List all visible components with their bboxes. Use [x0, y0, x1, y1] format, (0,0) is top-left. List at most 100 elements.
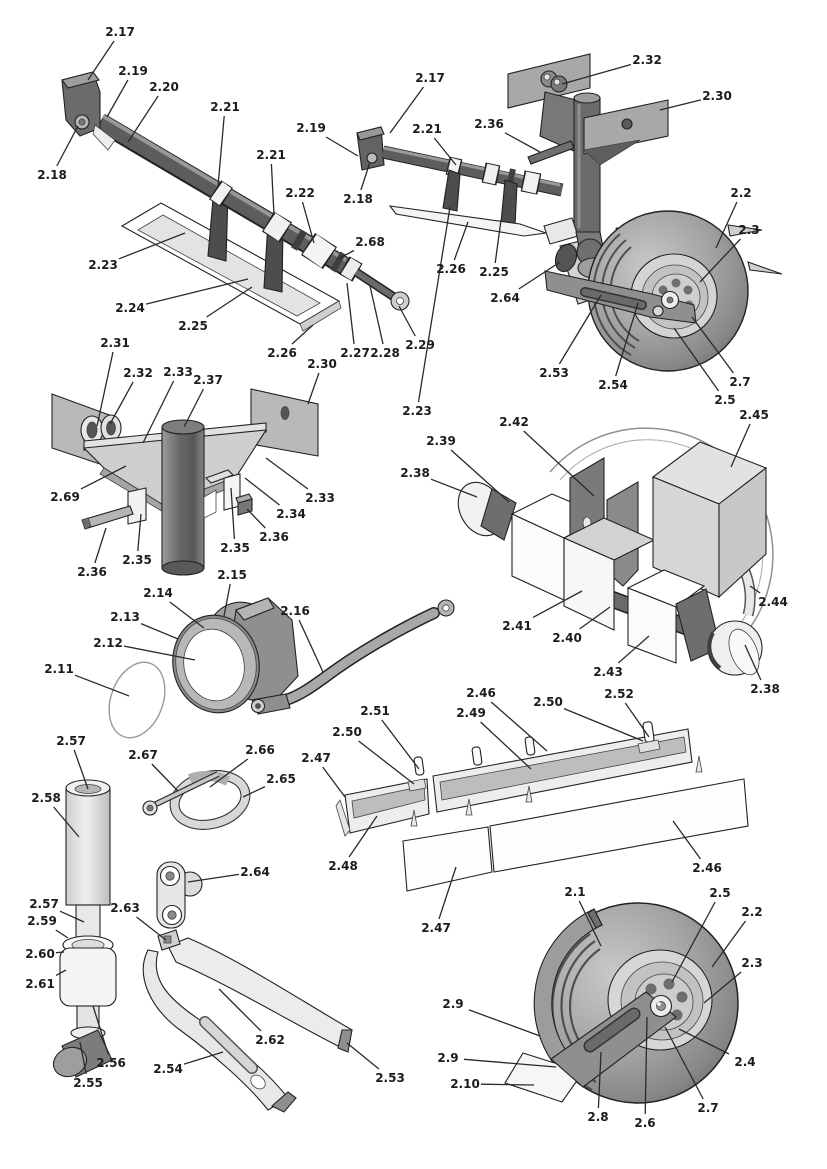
- part-number-label: 2.65: [266, 772, 296, 786]
- part-number-label: 2.36: [77, 565, 107, 579]
- callout-2.59-6-7: 2.59: [27, 914, 69, 939]
- part-number-label: 2.54: [598, 378, 628, 392]
- lens-disc: [108, 661, 166, 739]
- leader-line: [673, 327, 720, 392]
- saddle-block: [563, 537, 615, 631]
- callout-2.42-4-2: 2.42: [499, 415, 595, 497]
- leader-line: [79, 1041, 87, 1075]
- leader-line: [337, 249, 355, 260]
- callout-2.54-1-14: 2.54: [598, 302, 639, 392]
- part-number-label: 2.15: [217, 568, 247, 582]
- callout-2.30-1-6: 2.30: [659, 89, 732, 111]
- part-number-label: 2.25: [178, 319, 208, 333]
- callout-2.61-6-9: 2.61: [25, 969, 67, 991]
- scraper-blade: [388, 205, 547, 237]
- callout-2.18-0-6: 2.18: [37, 125, 79, 182]
- part-number-label: 2.16: [280, 604, 310, 618]
- callout-2.18-1-2: 2.18: [343, 161, 373, 206]
- part-number-label: 2.9: [442, 997, 463, 1011]
- part-number-label: 2.17: [105, 25, 135, 39]
- callout-2.50-5-4: 2.50: [533, 695, 644, 742]
- callout-2.55-6-11: 2.55: [73, 1041, 103, 1090]
- callout-2.51-5-1: 2.51: [360, 704, 420, 770]
- callout-2.63-6-12: 2.63: [110, 901, 167, 941]
- leader-line: [223, 583, 231, 617]
- callout-layer: 2.172.192.202.212.212.222.182.232.242.25…: [25, 25, 788, 1130]
- callout-2.9-7-4: 2.9: [442, 997, 541, 1037]
- part-number-label: 2.34: [276, 507, 306, 521]
- leader-line: [433, 137, 457, 166]
- callout-2.13-3-2: 2.13: [110, 610, 179, 640]
- callout-2.36-2-9: 2.36: [246, 508, 289, 544]
- part-number-label: 2.60: [25, 947, 55, 961]
- callout-2.67-6-2: 2.67: [128, 748, 179, 792]
- part-number-label: 2.69: [50, 490, 80, 504]
- callout-2.26-0-10: 2.26: [267, 324, 314, 360]
- part-number-label: 2.62: [255, 1033, 285, 1047]
- leader-line: [92, 1005, 109, 1055]
- callout-2.3-7-3: 2.3: [703, 956, 763, 1004]
- part-number-label: 2.1: [564, 885, 585, 899]
- leader-line: [55, 951, 65, 954]
- callout-2.64-6-5: 2.64: [187, 865, 270, 883]
- callout-2.69-2-5: 2.69: [50, 465, 127, 504]
- part-number-label: 2.13: [110, 610, 140, 624]
- strap: [500, 179, 518, 227]
- strap: [442, 169, 461, 212]
- callout-2.19-1-1: 2.19: [296, 121, 359, 157]
- part-number-label: 2.18: [37, 168, 67, 182]
- leader-line: [53, 806, 80, 838]
- leader-line: [94, 527, 107, 564]
- callout-2.5-1-15: 2.5: [673, 327, 736, 407]
- callout-2.43-4-7: 2.43: [593, 635, 650, 679]
- part-number-label: 2.8: [587, 1110, 608, 1124]
- part-number-label: 2.23: [402, 404, 432, 418]
- callout-2.38-4-1: 2.38: [400, 466, 478, 498]
- leader-line: [145, 278, 249, 305]
- part-number-label: 2.5: [709, 886, 730, 900]
- leader-line: [703, 971, 742, 1004]
- leader-line: [523, 430, 595, 497]
- assembly-drag-brace-arm-left: [61, 71, 410, 332]
- part-number-label: 2.39: [426, 434, 456, 448]
- callout-2.47-5-9: 2.47: [421, 866, 457, 935]
- part-number-label: 2.9: [437, 1051, 458, 1065]
- leader-line: [624, 702, 650, 738]
- part-number-label: 2.66: [245, 743, 275, 757]
- assembly-landing-lamp: [108, 597, 455, 739]
- strip-clip: [471, 746, 483, 766]
- callout-2.64-1-10: 2.64: [490, 261, 561, 305]
- part-number-label: 2.36: [474, 117, 504, 131]
- leader-line: [348, 815, 378, 858]
- brake-torque-arm: [550, 991, 677, 1088]
- part-number-label: 2.33: [163, 365, 193, 379]
- callout-2.53-6-15: 2.53: [346, 1042, 405, 1085]
- leader-line: [230, 487, 236, 540]
- part-number-label: 2.42: [499, 415, 529, 429]
- leader-line: [151, 763, 179, 792]
- gland-collar: [59, 947, 117, 1007]
- part-number-label: 2.28: [370, 346, 400, 360]
- clamp-band: [210, 181, 232, 206]
- leader-line: [490, 701, 548, 752]
- part-number-label: 2.64: [240, 865, 270, 879]
- callout-2.8-7-7: 2.8: [587, 1051, 609, 1124]
- leader-line: [463, 1058, 557, 1068]
- leader-line: [563, 707, 644, 742]
- leader-line: [678, 1028, 730, 1055]
- callout-2.62-6-14: 2.62: [218, 988, 285, 1047]
- part-number-label: 2.63: [110, 901, 140, 915]
- callout-2.66-6-3: 2.66: [209, 743, 275, 788]
- callout-2.45-4-3: 2.45: [730, 408, 769, 468]
- leader-line: [711, 920, 747, 968]
- part-number-label: 2.35: [220, 541, 250, 555]
- part-number-label: 2.37: [193, 373, 223, 387]
- callout-2.60-6-8: 2.60: [25, 947, 65, 961]
- leader-line: [558, 294, 602, 365]
- leader-line: [369, 285, 384, 345]
- callout-2.57-6-6: 2.57: [29, 897, 85, 923]
- callout-2.44-4-4: 2.44: [749, 585, 788, 609]
- callout-2.4-7-10: 2.4: [678, 1028, 756, 1069]
- leader-line: [644, 1016, 648, 1115]
